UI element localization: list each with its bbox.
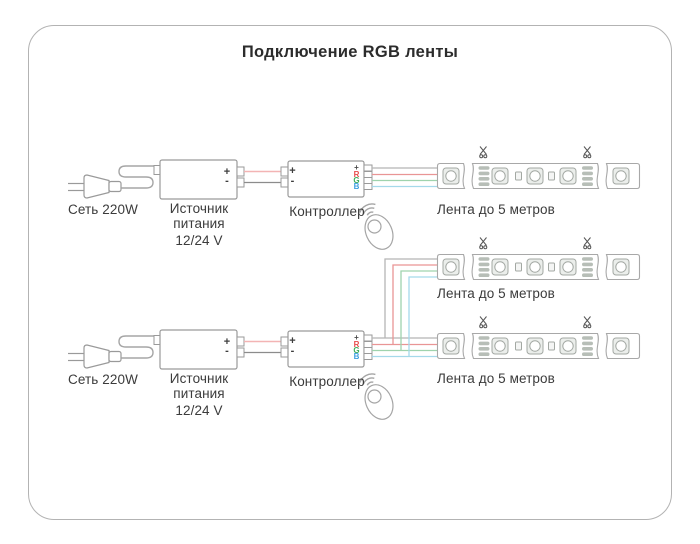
label-psu: Источник питания 12/24 V: [152, 201, 246, 248]
controller-out-g-label: G: [353, 175, 360, 185]
psu-minus-label: -: [225, 345, 229, 357]
wire-plus-branch: [384, 258, 437, 338]
label-mains: Сеть 220W: [68, 202, 138, 217]
scissors-icon: [479, 316, 488, 329]
led-strip-row2-upper: [436, 253, 641, 281]
psu-label-line1: Источник: [169, 201, 229, 216]
psu-plus-label: +: [223, 165, 231, 178]
scissors-icon: [583, 146, 592, 159]
controller-in-plus-label: +: [289, 335, 296, 347]
psu-minus-label: -: [225, 175, 229, 187]
scissors-icon: [479, 146, 488, 159]
psu-plus-label: +: [223, 335, 231, 348]
label-strip: Лента до 5 метров: [437, 202, 555, 217]
controller-in-plus-label: +: [289, 165, 296, 177]
controller-out-b-label: B: [353, 351, 360, 361]
controller-out-r-label: R: [353, 339, 360, 349]
label-controller: Контроллер: [289, 204, 365, 219]
label-mains: Сеть 220W: [68, 372, 138, 387]
led-strip-row2-lower: [436, 332, 641, 360]
scissors-icon: [583, 316, 592, 329]
label-strip: Лента до 5 метров: [437, 371, 555, 386]
controller-in-minus-label: -: [290, 344, 295, 357]
led-strip-row1: [436, 162, 641, 190]
controller-out-b-label: B: [353, 181, 360, 191]
label-strip: Лента до 5 метров: [437, 286, 555, 301]
wire-red-branch: [392, 264, 437, 345]
controller-out-g-label: G: [353, 345, 360, 355]
psu-voltage: 12/24 V: [175, 403, 223, 418]
wire-blue-branch: [408, 276, 437, 357]
controller-out-plus-label: +: [354, 163, 359, 172]
label-controller: Контроллер: [289, 374, 365, 389]
controller-in-minus-label: -: [290, 174, 295, 187]
wire-green-branch: [400, 270, 437, 351]
psu-label-line1: Источник: [169, 371, 229, 386]
controller-out-r-label: R: [353, 169, 360, 179]
psu-voltage: 12/24 V: [175, 233, 223, 248]
scissors-icon: [583, 237, 592, 250]
scissors-icon: [479, 237, 488, 250]
controller-out-plus-label: +: [354, 333, 359, 342]
psu-label-line2: питания: [173, 216, 225, 231]
page-title: Подключение RGB ленты: [241, 43, 459, 61]
label-psu: Источник питания 12/24 V: [152, 371, 246, 418]
psu-label-line2: питания: [173, 386, 225, 401]
